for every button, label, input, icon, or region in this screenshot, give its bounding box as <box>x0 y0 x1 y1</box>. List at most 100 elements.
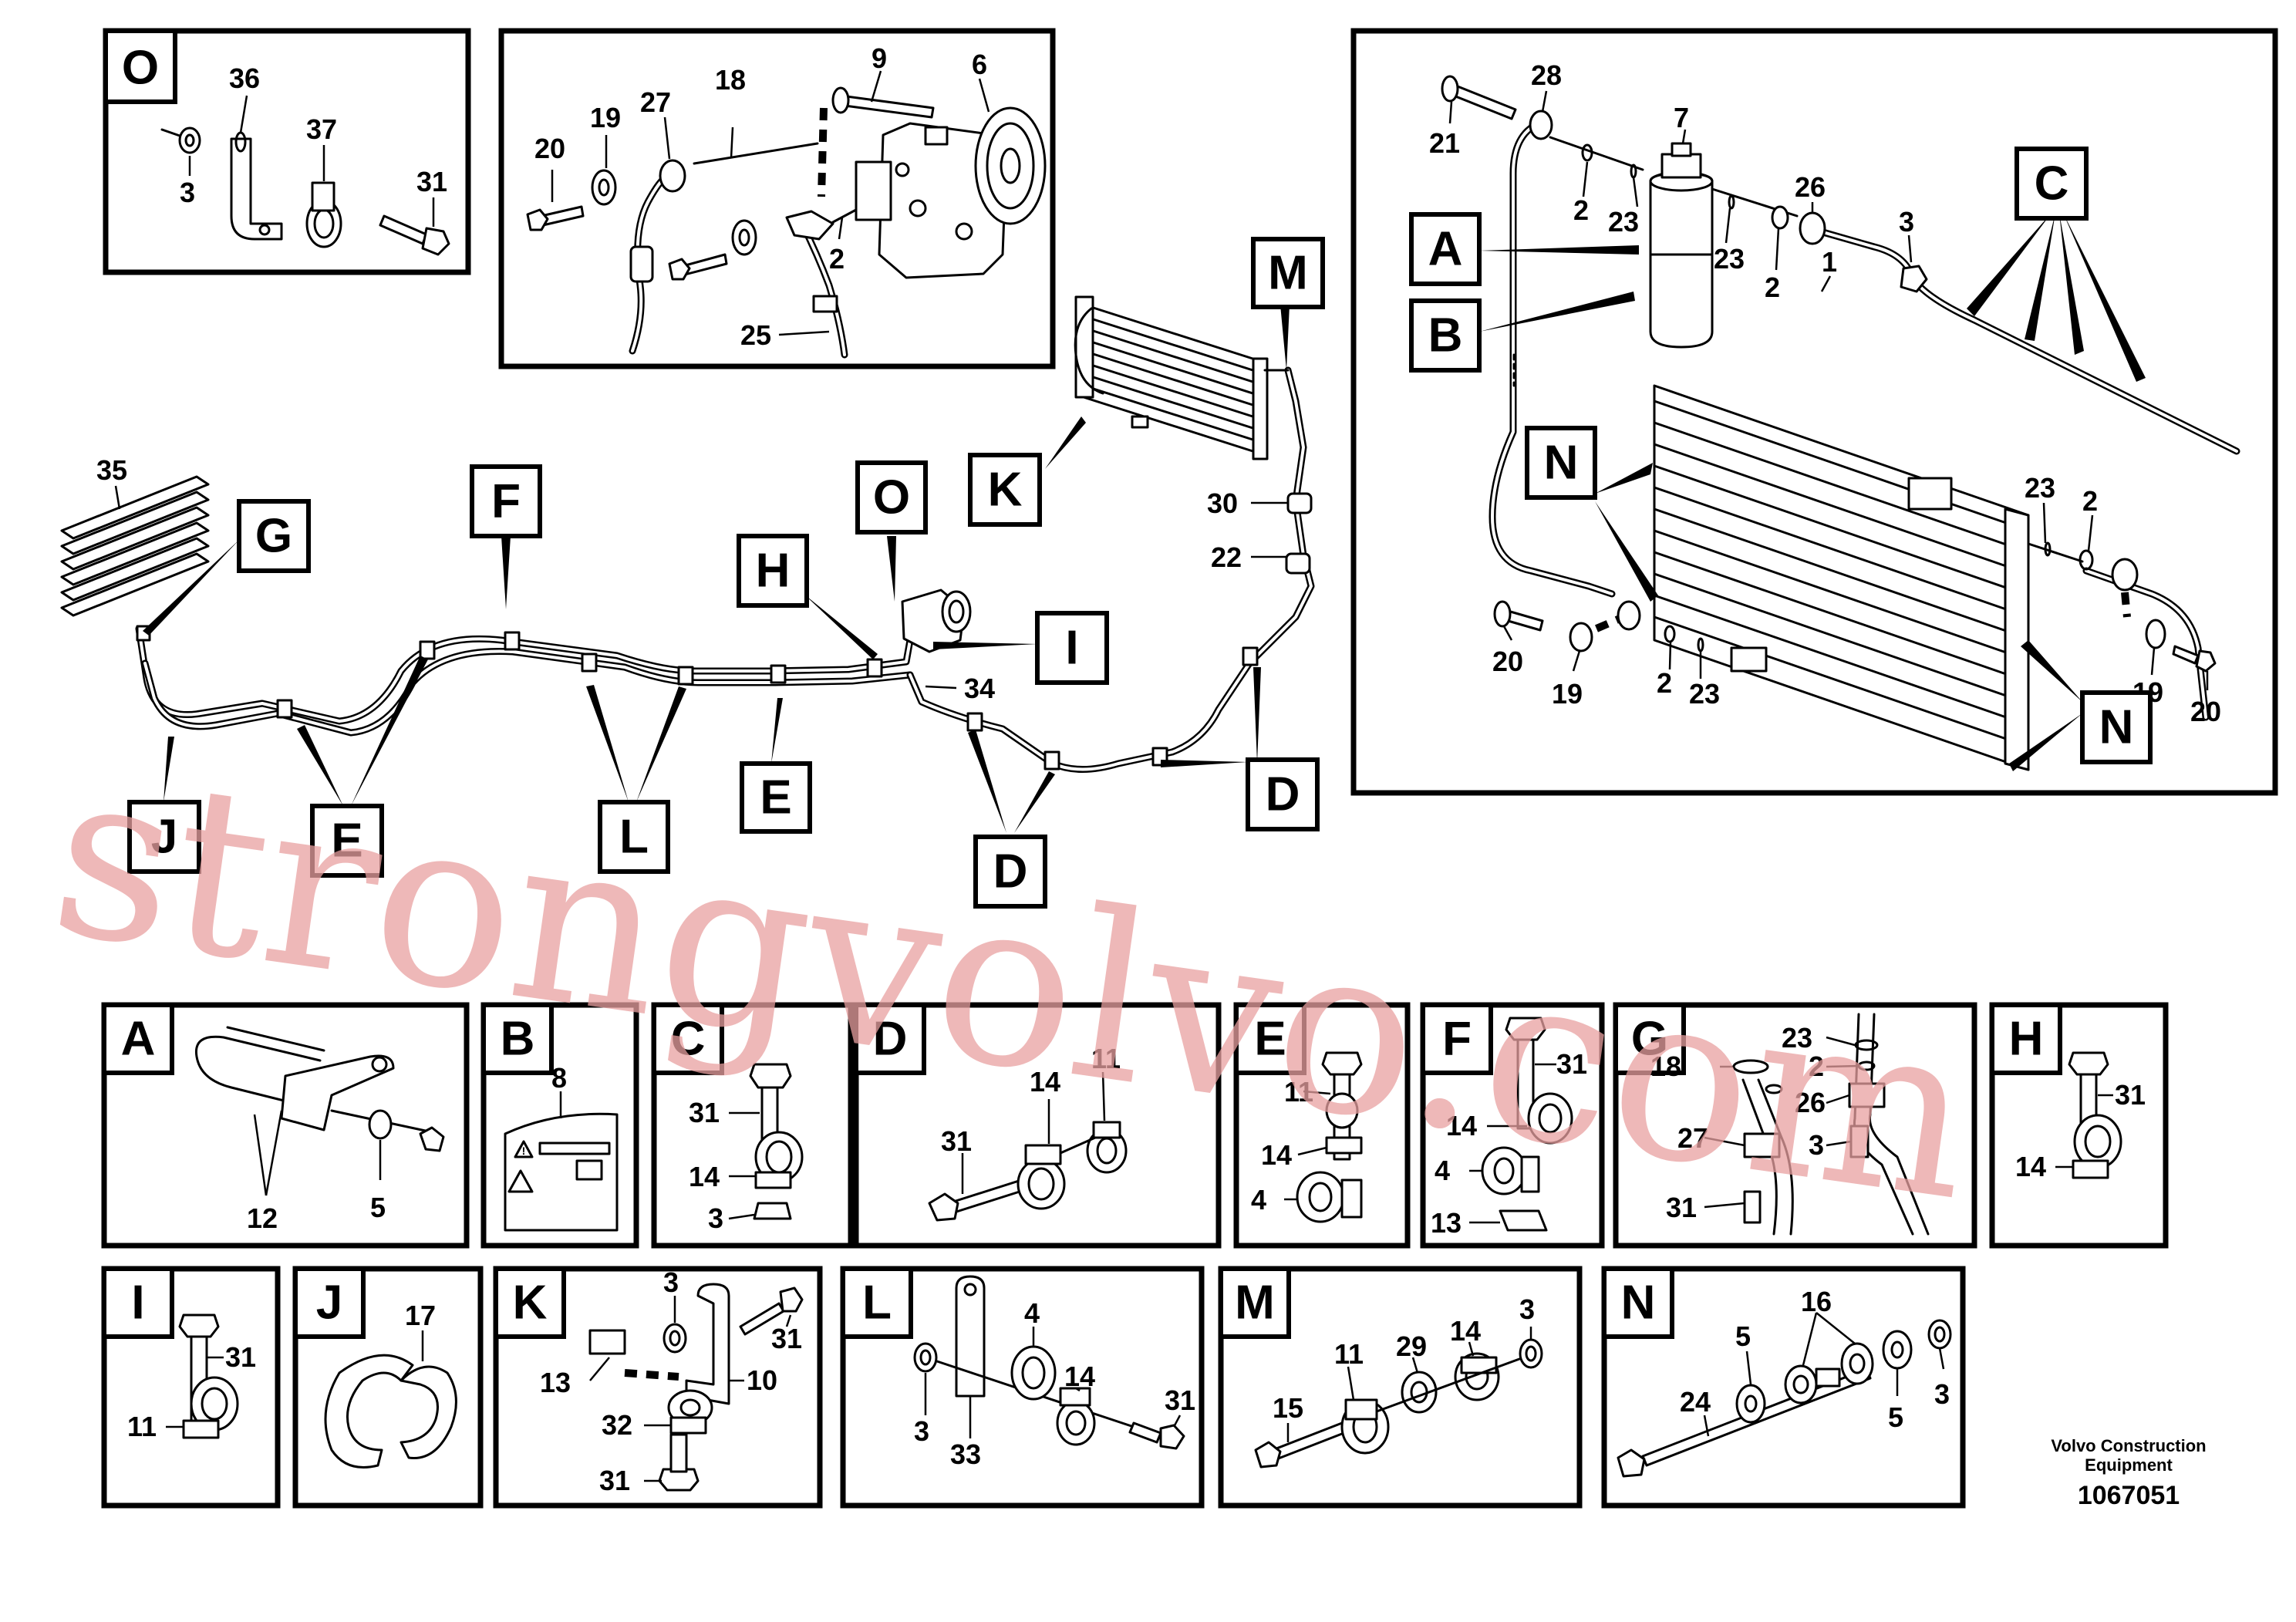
part-number-20: 20 <box>1492 646 1523 677</box>
callout-A: A <box>1428 223 1463 276</box>
part-number-32: 32 <box>602 1409 632 1441</box>
panel-letter-B: B <box>501 1013 535 1066</box>
part-number-18: 18 <box>1650 1050 1681 1082</box>
part-number-3: 3 <box>663 1266 679 1298</box>
callout-D-right: D <box>1266 768 1300 821</box>
panel-letter-A: A <box>121 1013 156 1066</box>
part-number-22: 22 <box>1211 541 1242 573</box>
part-number-31: 31 <box>1556 1048 1587 1080</box>
part-number-4: 4 <box>1435 1155 1450 1186</box>
part-number-13: 13 <box>1431 1207 1462 1239</box>
watermark: strongvolvo.com <box>39 717 1988 1253</box>
part-number-23: 23 <box>1714 243 1745 275</box>
part-number-12: 12 <box>247 1202 278 1234</box>
detail-panel-M: M 15 11 29 14 3 <box>1218 1266 1583 1509</box>
part-number-21: 21 <box>1429 127 1460 159</box>
detail-panel-G: G 23 2 26 3 18 27 31 <box>1613 1002 1977 1249</box>
detail-panel-I: I 31 11 <box>101 1266 281 1509</box>
panel-letter-C: C <box>671 1013 706 1066</box>
part-number-28: 28 <box>1531 59 1562 91</box>
part-number-29: 29 <box>1396 1330 1427 1362</box>
callout-J: J <box>151 811 177 864</box>
compressor-panel: 20 19 27 18 9 6 2 25 <box>498 28 1056 369</box>
part-number-2: 2 <box>1573 194 1589 226</box>
part-number-7: 7 <box>1674 102 1689 133</box>
detail-panel-E: E 11 14 4 <box>1233 1002 1411 1249</box>
callout-O: O <box>873 471 910 524</box>
detail-panel-O-top: O 36 37 3 31 <box>103 28 471 275</box>
part-number-27: 27 <box>640 86 671 118</box>
footer: Volvo Construction Equipment 1067051 <box>2051 1436 2206 1510</box>
part-number-26: 26 <box>1795 171 1826 203</box>
part-number-2: 2 <box>1809 1050 1824 1082</box>
callout-M: M <box>1268 247 1308 300</box>
part-number-9: 9 <box>872 42 887 74</box>
part-number-14: 14 <box>1450 1315 1481 1347</box>
part-number-36: 36 <box>229 62 260 94</box>
part-number-31: 31 <box>771 1323 802 1354</box>
part-number-34: 34 <box>964 673 995 704</box>
callout-F: F <box>491 475 521 528</box>
part-number-3: 3 <box>1899 206 1914 238</box>
part-number-30: 30 <box>1207 487 1238 519</box>
callout-B: B <box>1428 309 1463 363</box>
panel-letter-L: L <box>862 1276 892 1330</box>
callout-N-lower: N <box>2099 701 2134 754</box>
insulation-strips: 35 <box>60 454 210 617</box>
part-number-3: 3 <box>180 177 195 208</box>
part-number-10: 10 <box>747 1364 777 1396</box>
part-number-35: 35 <box>96 454 127 486</box>
part-number-37: 37 <box>306 113 337 145</box>
detail-panel-B: B ! 8 <box>480 1002 639 1249</box>
part-number-31: 31 <box>599 1465 630 1496</box>
part-number-2: 2 <box>2082 485 2098 517</box>
part-number-8: 8 <box>551 1062 567 1094</box>
panel-letter-I: I <box>131 1276 144 1330</box>
part-number-24: 24 <box>1680 1386 1711 1418</box>
panel-letter-N: N <box>1621 1276 1656 1330</box>
part-number-5: 5 <box>1888 1401 1903 1433</box>
part-number-5: 5 <box>1735 1320 1751 1352</box>
callout-E-mid: E <box>760 771 791 824</box>
detail-panel-J: J 17 <box>292 1266 484 1509</box>
part-number-27: 27 <box>1677 1122 1708 1154</box>
part-number-17: 17 <box>405 1300 436 1331</box>
panel-letter-M: M <box>1235 1276 1275 1330</box>
part-number-14: 14 <box>689 1161 720 1192</box>
panel-letter-E: E <box>1254 1013 1286 1066</box>
part-number-23: 23 <box>1608 206 1639 238</box>
part-number-4: 4 <box>1251 1184 1266 1216</box>
panel-letter-G: G <box>1631 1013 1668 1066</box>
part-number-19: 19 <box>1552 678 1583 710</box>
part-number-11: 11 <box>1091 1043 1121 1074</box>
callout-K: K <box>988 464 1023 517</box>
part-number-11: 11 <box>1284 1076 1313 1108</box>
part-number-4: 4 <box>1024 1297 1040 1329</box>
part-number-3: 3 <box>1519 1293 1535 1325</box>
part-number-15: 15 <box>1273 1392 1303 1424</box>
panel-letter-J: J <box>316 1276 342 1330</box>
detail-panel-F: F 31 14 4 13 <box>1420 1002 1605 1249</box>
svg-text:!: ! <box>522 1145 526 1157</box>
part-number-19: 19 <box>590 102 621 133</box>
panel-letter-K: K <box>513 1276 548 1330</box>
condenser-panel: 21 28 7 2 23 23 2 26 3 1 23 2 19 20 20 1… <box>1350 28 2278 796</box>
part-number-14: 14 <box>1030 1066 1060 1098</box>
detail-panel-C: C 31 14 3 <box>651 1002 854 1249</box>
maker-name-line1: Volvo Construction <box>2051 1436 2206 1455</box>
panel-letter-F: F <box>1442 1013 1472 1066</box>
part-number-3: 3 <box>708 1202 723 1234</box>
part-number-20: 20 <box>2190 696 2221 727</box>
panel-letter-D: D <box>873 1013 908 1066</box>
callout-N-upper: N <box>1544 437 1579 490</box>
part-number-31: 31 <box>2115 1079 2146 1111</box>
part-number-18: 18 <box>715 64 746 96</box>
part-number-3: 3 <box>1934 1378 1950 1410</box>
callout-E-left: E <box>331 814 362 868</box>
callout-C: C <box>2035 157 2069 211</box>
part-number-23: 23 <box>1782 1022 1812 1054</box>
part-number-31: 31 <box>689 1097 720 1128</box>
part-number-31: 31 <box>1666 1192 1697 1223</box>
routing-diagram: 35 <box>60 237 1325 909</box>
